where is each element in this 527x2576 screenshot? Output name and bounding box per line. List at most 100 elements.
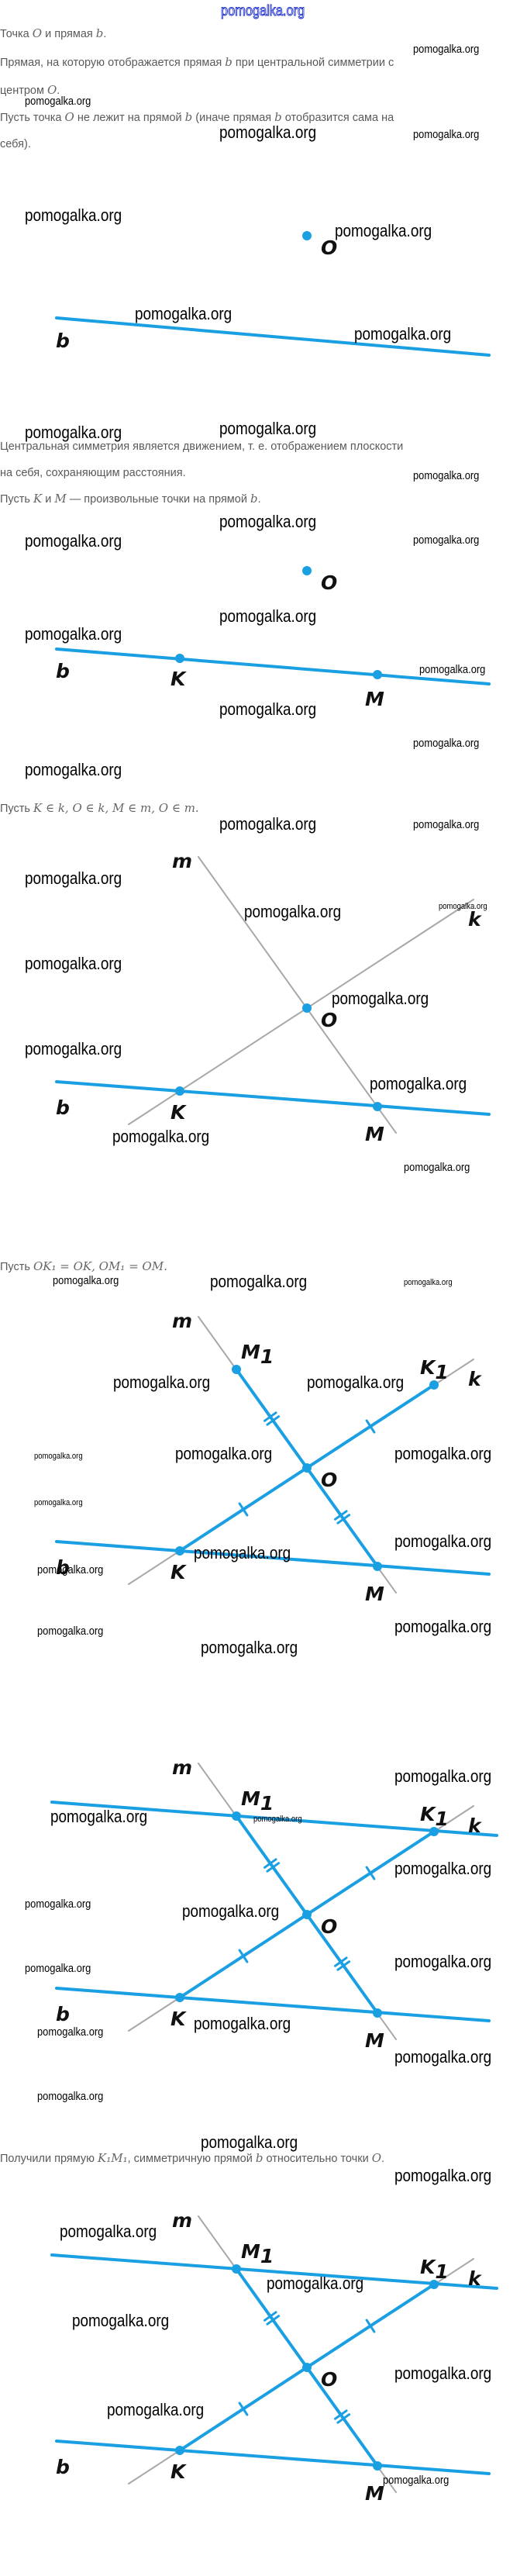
watermark: pomogalka.org: [253, 1815, 302, 1824]
text: Пусть точка: [0, 112, 65, 124]
tick-OM1: [263, 1858, 277, 1869]
figure-1: Ob: [55, 231, 491, 357]
watermark: pomogalka.org: [201, 2132, 298, 2152]
watermark: pomogalka.org: [219, 123, 317, 142]
text: .: [257, 493, 261, 506]
tick-OM: [336, 1960, 351, 1971]
label-k: k: [468, 2267, 482, 2290]
text: .: [103, 28, 107, 40]
math-b: b: [274, 110, 282, 124]
text: центром: [0, 85, 47, 97]
tick-OK: [238, 2402, 249, 2416]
label-O: O: [321, 1915, 337, 1938]
paragraph-9: Пусть K ∈ k, O ∈ k, M ∈ m, O ∈ m.: [0, 801, 199, 816]
watermark: pomogalka.org: [413, 128, 480, 141]
label-O: O: [321, 2368, 337, 2391]
label-K1: K1: [420, 1803, 449, 1830]
tick-OM: [333, 1510, 348, 1521]
label-b: b: [56, 660, 70, 682]
site-logo[interactable]: pomogalka.org: [221, 3, 305, 20]
point-M1: [232, 1811, 241, 1821]
watermark: pomogalka.org: [394, 2364, 492, 2383]
label-M: M: [365, 1123, 384, 1145]
point-K1: [429, 2280, 439, 2289]
text: Точка: [0, 28, 33, 40]
watermark: pomogalka.org: [413, 534, 480, 547]
watermark: pomogalka.org: [219, 606, 317, 626]
watermark: pomogalka.org: [413, 43, 480, 56]
point-O: [302, 1910, 312, 1919]
label-K: K: [170, 1561, 187, 1583]
watermark: pomogalka.org: [335, 221, 432, 240]
watermark: pomogalka.org: [25, 531, 122, 551]
watermark: pomogalka.org: [37, 2090, 104, 2103]
math-b: b: [250, 492, 258, 506]
watermark: pomogalka.org: [307, 1373, 405, 1392]
label-M1: M1: [241, 1787, 274, 1815]
tick-OM: [336, 2413, 351, 2424]
point-K1: [429, 1827, 439, 1836]
label-b: b: [56, 2456, 70, 2478]
watermark: pomogalka.org: [267, 2274, 364, 2293]
watermark: pomogalka.org: [113, 1373, 211, 1392]
paragraph-6: Центральная симметрия является движением…: [0, 440, 404, 453]
line-b: [55, 1987, 491, 2022]
point-K: [175, 1993, 184, 2002]
point-M1: [232, 2264, 241, 2274]
label-O: O: [321, 1009, 337, 1031]
math-expression: K ∈ k, O ∈ k, M ∈ m, O ∈ m.: [33, 801, 199, 815]
tick-OM1: [266, 1862, 281, 1873]
paragraph-8: Пусть K и M — произвольные точки на прям…: [0, 492, 261, 506]
tick-OM1: [266, 2315, 281, 2326]
tick-OM: [333, 1956, 348, 1967]
watermark: pomogalka.org: [37, 1625, 104, 1638]
watermark: pomogalka.org: [394, 1859, 492, 1878]
math-O: O: [46, 83, 57, 97]
point-M: [373, 670, 382, 679]
label-m: m: [172, 2209, 192, 2232]
watermark: pomogalka.org: [419, 663, 486, 676]
watermark: pomogalka.org: [439, 902, 487, 911]
label-O: O: [321, 237, 337, 259]
line-m: [198, 856, 397, 1134]
text: — произвольные точки на прямой: [66, 493, 250, 506]
text: при центральной симметрии с: [232, 57, 394, 69]
tick-OM: [336, 1514, 351, 1525]
watermark: pomogalka.org: [182, 1901, 280, 1921]
point-K1: [429, 1380, 439, 1390]
math-O: O: [64, 110, 74, 124]
line-K1M1: [50, 1801, 498, 1837]
watermark: pomogalka.org: [25, 624, 122, 644]
watermark: pomogalka.org: [25, 760, 122, 779]
label-M: M: [365, 2029, 384, 2052]
label-M1: M1: [241, 2240, 274, 2267]
watermark: pomogalka.org: [413, 469, 480, 482]
label-m: m: [172, 1756, 192, 1779]
label-b: b: [56, 1556, 70, 1579]
label-M: M: [365, 1583, 384, 1605]
watermark: pomogalka.org: [34, 1498, 83, 1507]
watermark: pomogalka.org: [25, 1039, 122, 1058]
label-m: m: [172, 850, 192, 872]
text: Пусть: [0, 803, 33, 815]
point-K: [175, 1546, 184, 1556]
watermark: pomogalka.org: [25, 95, 91, 108]
label-O: O: [321, 571, 337, 594]
tick-OK1: [365, 1866, 376, 1880]
watermark: pomogalka.org: [413, 737, 480, 750]
paragraph-11: Получили прямую K₁M₁, симметричную прямо…: [0, 2151, 384, 2166]
paragraph-2: Прямая, на которую отображается прямая b…: [0, 55, 394, 70]
watermark: pomogalka.org: [37, 1563, 104, 1576]
point-M: [373, 2461, 382, 2471]
watermark: pomogalka.org: [404, 1278, 453, 1287]
watermark: pomogalka.org: [25, 954, 122, 973]
text: не лежит на прямой: [74, 112, 185, 124]
point-O: [302, 2363, 312, 2372]
math-b: b: [225, 55, 232, 69]
math-M: M: [54, 492, 67, 506]
math-K: K: [33, 492, 43, 506]
